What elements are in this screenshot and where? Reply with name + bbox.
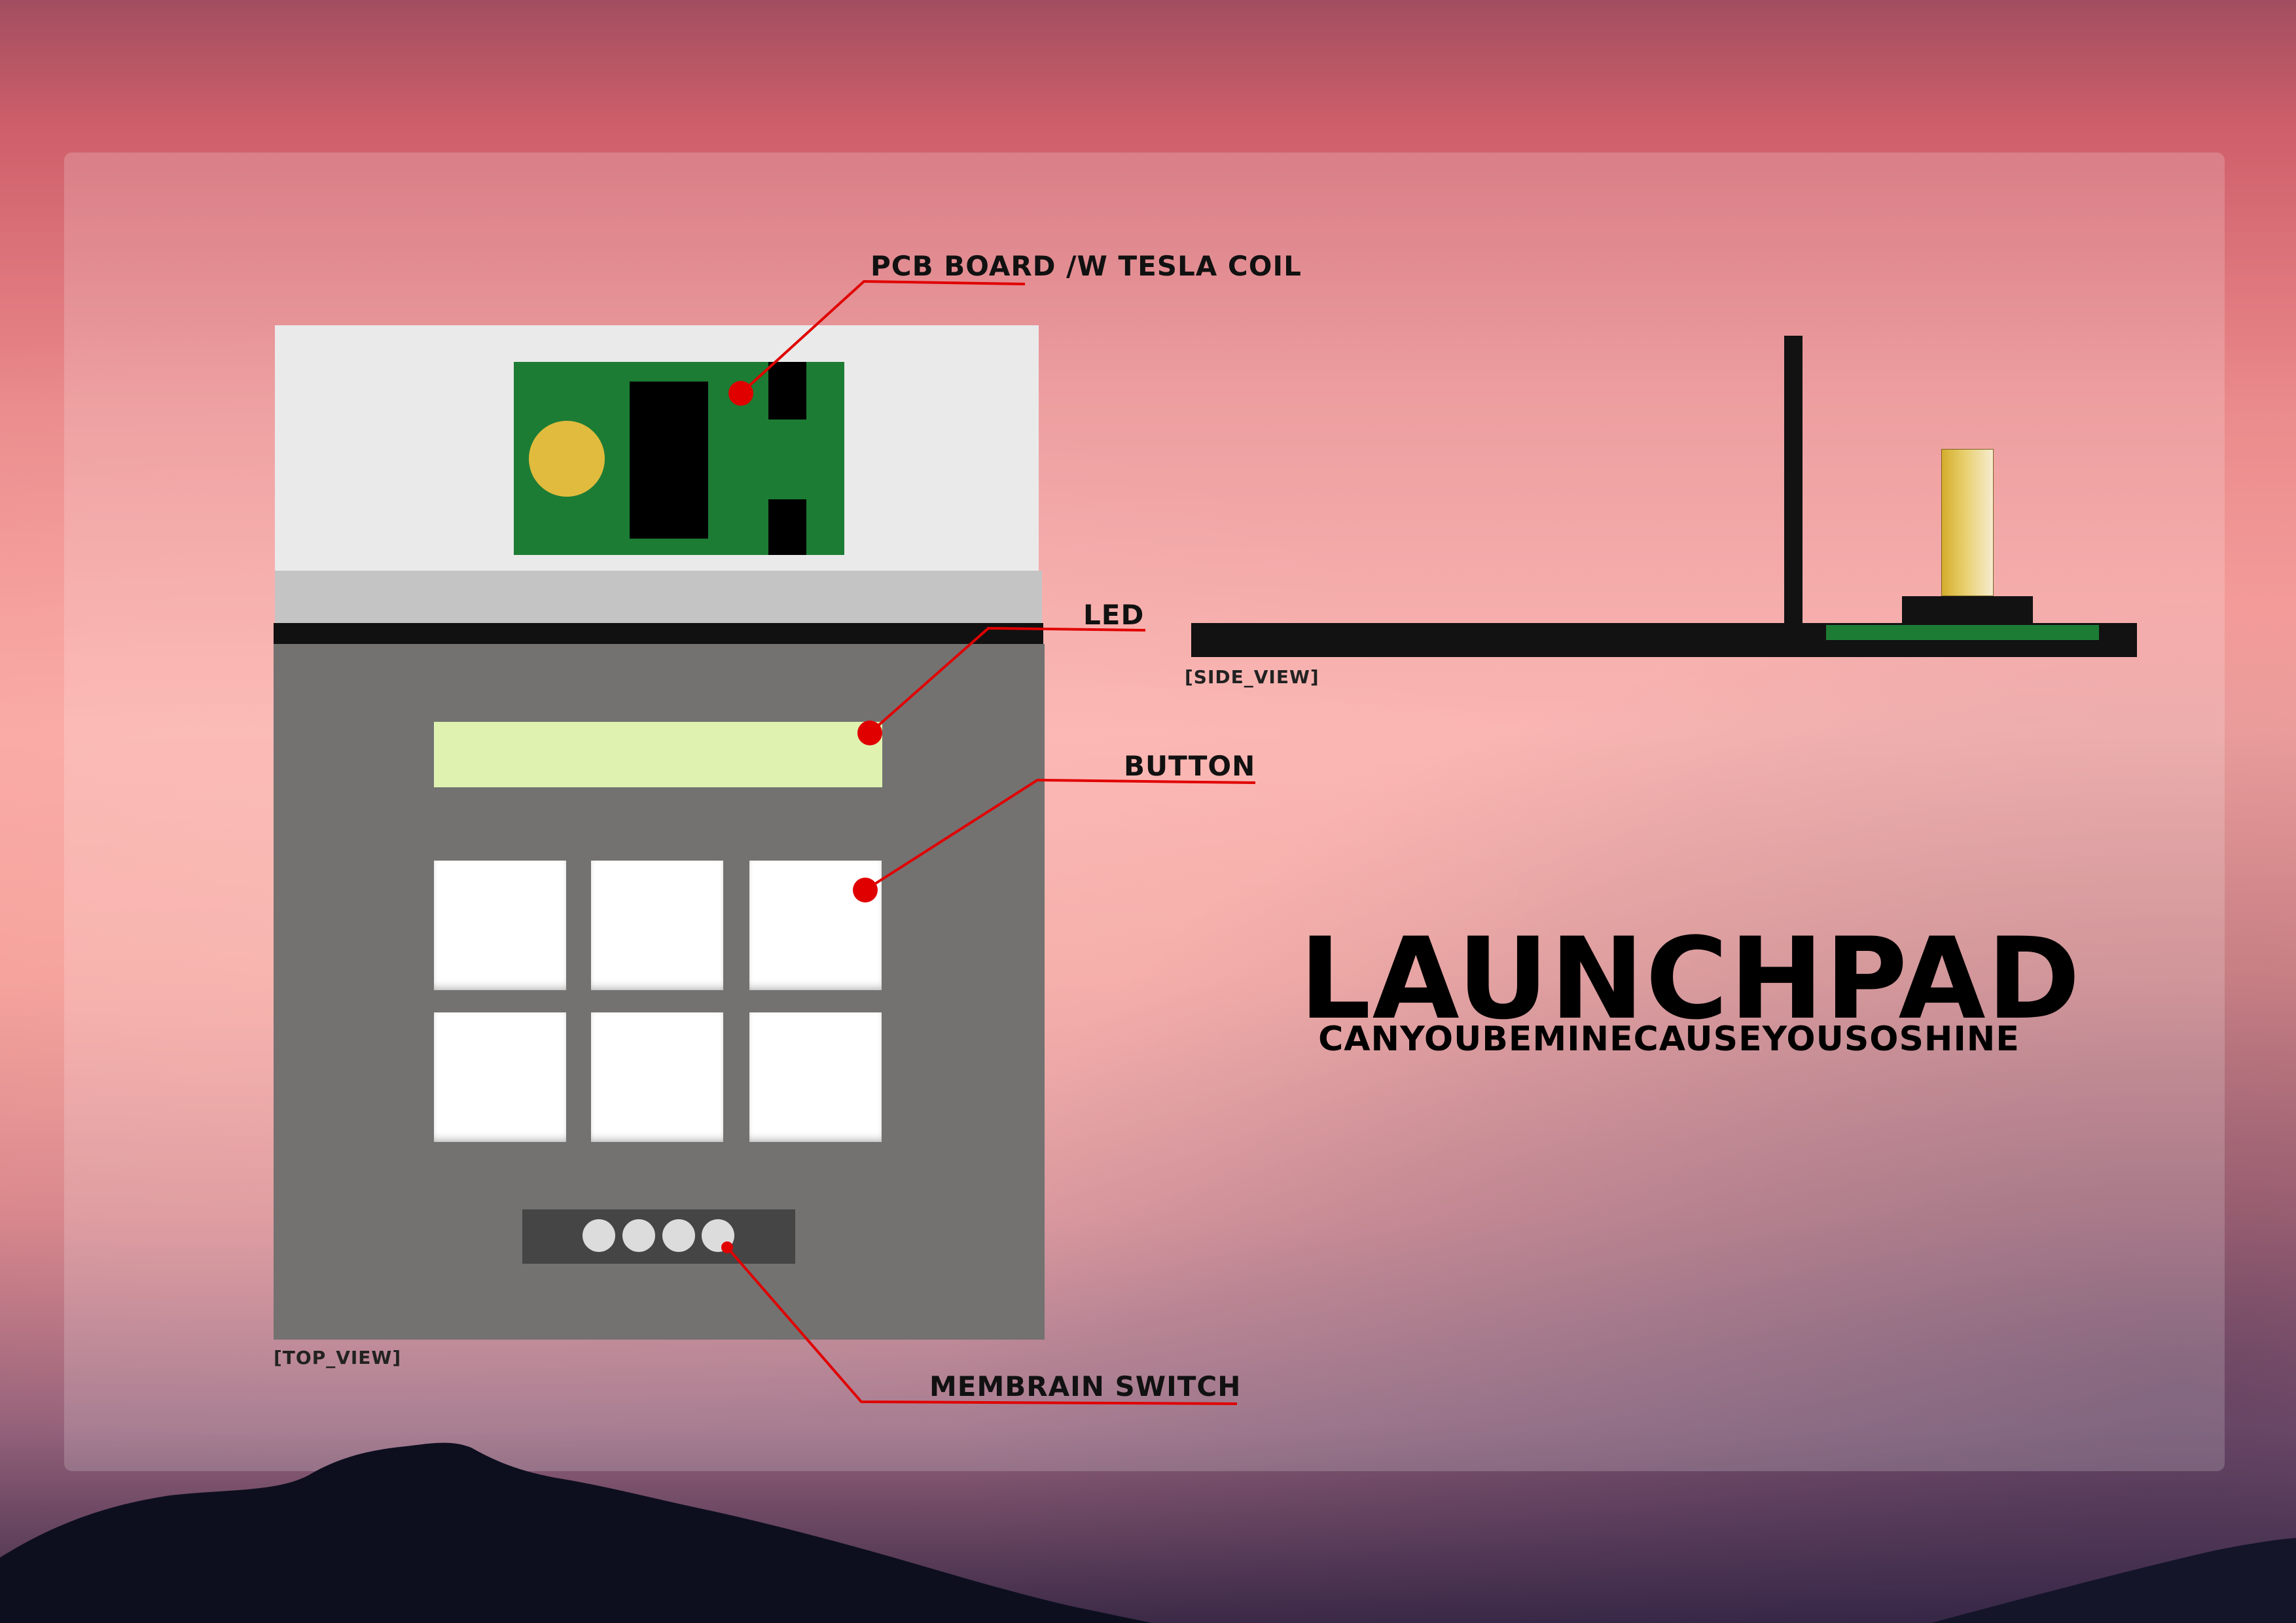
side-chip [1902, 596, 2033, 625]
membrane-switch [522, 1209, 795, 1264]
led-strip [434, 722, 882, 787]
membrane-dot [662, 1219, 695, 1252]
pad-button [749, 1012, 882, 1142]
diagram-title: LAUNCHPAD [1299, 913, 2082, 1044]
button-callout-label: BUTTON [1124, 750, 1256, 782]
membrane-dot [622, 1219, 655, 1252]
side-tesla-coil [1941, 449, 1994, 596]
top-view-label: [TOP_VIEW] [274, 1347, 402, 1368]
pad-button [591, 1012, 723, 1142]
membrane-callout-label: MEMBRAIN SWITCH [929, 1370, 1242, 1402]
pcb-component-bottom [768, 499, 806, 555]
pad-button [591, 861, 723, 990]
side-view-label: [SIDE_VIEW] [1185, 666, 1319, 688]
side-pcb [1826, 625, 2099, 640]
housing-divider [274, 623, 1043, 644]
pcb-chip [630, 382, 708, 539]
pad-button [434, 861, 566, 990]
side-base-step [1793, 638, 2137, 657]
pad-button [749, 861, 882, 990]
tesla-coil [529, 421, 605, 497]
membrane-dot [702, 1219, 734, 1252]
housing-lip [275, 571, 1042, 623]
pad-button [434, 1012, 566, 1142]
led-callout-label: LED [1083, 599, 1145, 631]
side-post [1784, 336, 1803, 640]
diagram-subtitle: CANYOUBEMINECAUSEYOUSOSHINE [1318, 1020, 2020, 1059]
membrane-dot [583, 1219, 615, 1252]
pcb-callout-label: PCB BOARD /W TESLA COIL [870, 250, 1302, 282]
pcb-component-top [768, 362, 806, 419]
